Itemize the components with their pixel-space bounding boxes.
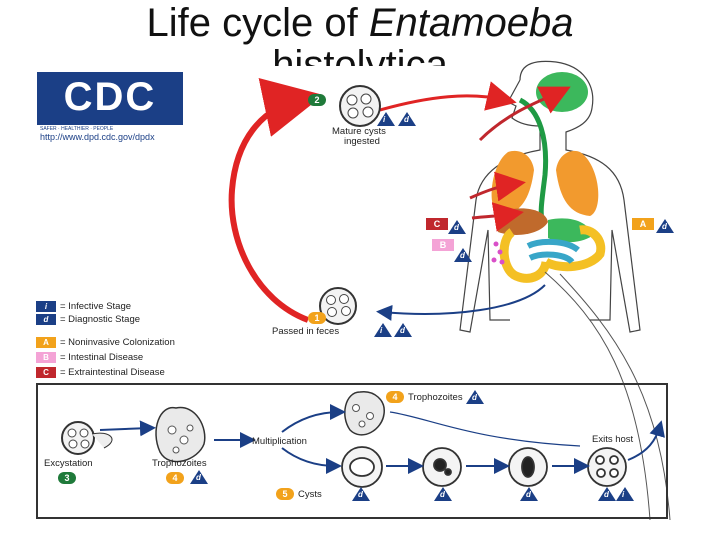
trophozoite-left-image <box>155 406 206 463</box>
connector-line-2 <box>559 273 671 521</box>
legend-intestinal: B= Intestinal Disease <box>36 352 143 363</box>
infective-stage-icon: i <box>377 112 395 126</box>
marker-a: A <box>632 218 654 230</box>
brain-organ <box>536 72 588 112</box>
step-2-badge: 2 <box>308 94 326 106</box>
liver-infection-arrow <box>471 202 524 232</box>
mature-cyst-ingested-image <box>339 85 381 127</box>
intestine-organ <box>499 225 606 283</box>
diagnostic-stage-icon: d <box>352 487 370 501</box>
title-italic: Entamoeba <box>368 1 574 45</box>
excystation-label: Excystation <box>44 458 93 469</box>
step-4-badge-right: 4 <box>386 391 404 403</box>
excystation-arrow <box>99 420 156 437</box>
diagnostic-stage-icon: d <box>656 219 674 233</box>
esophagus-organ <box>518 97 549 223</box>
connector-line-1 <box>544 271 651 521</box>
cysts-label: Cysts <box>298 489 322 500</box>
marker-b: B <box>432 239 454 251</box>
diagnostic-stage-icon: d <box>466 390 484 404</box>
diagnostic-stage-icon: d <box>434 487 452 501</box>
diagnostic-stage-icon: d <box>190 470 208 484</box>
legend-extraintestinal: C= Extraintestinal Disease <box>36 367 165 378</box>
right-lung-organ <box>556 150 599 216</box>
step-3-badge: 3 <box>58 472 76 484</box>
marker-c: C <box>426 218 448 230</box>
stomach-organ <box>548 218 592 243</box>
passed-in-feces-label: Passed in feces <box>272 326 340 337</box>
trophozoite-exits-arrow <box>389 411 581 447</box>
trophozoites-label-right: Trophozoites <box>408 392 463 403</box>
diagnostic-stage-icon: d <box>454 248 472 262</box>
cyst-passed-in-feces-image <box>319 287 357 325</box>
human-body-outline <box>459 60 641 333</box>
cdc-letters: CDC <box>63 75 157 119</box>
infective-stage-icon: i <box>374 323 392 337</box>
excystation-image <box>61 421 113 455</box>
title-line2: histolytica <box>272 44 448 66</box>
transmission-loop-arrow <box>228 78 324 323</box>
to-cysts-arrow <box>281 447 342 474</box>
ingested-label: ingested <box>344 136 380 147</box>
ingestion-arrow <box>379 81 517 112</box>
brain-infection-arrow <box>478 86 571 142</box>
trophozoites-label-left: Trophozoites <box>152 458 207 469</box>
slide-title: Life cycle of Entamoeba histolytica <box>0 2 720 66</box>
to-trophozoites-arrow <box>281 404 346 433</box>
legend-noninvasive: A= Noninvasive Colonization <box>36 337 175 348</box>
intestinal-cycle-inset <box>36 383 668 519</box>
multiplication-label: Multiplication <box>252 436 307 447</box>
exits-host-arrow <box>627 420 665 461</box>
infective-stage-icon: i <box>616 487 634 501</box>
lung-infection-arrow <box>469 171 526 202</box>
cdc-tagline: SAFER · HEALTHIER · PEOPLE <box>40 126 114 132</box>
mature-cysts-label: Mature cysts <box>332 126 386 137</box>
diagnostic-stage-icon: d <box>448 220 466 234</box>
diagnostic-stage-icon: d <box>598 487 616 501</box>
exit-to-feces-arrow <box>376 284 546 321</box>
step-5-badge: 5 <box>276 488 294 500</box>
diagnostic-stage-icon: d <box>520 487 538 501</box>
cdc-logo: CDC <box>37 72 183 125</box>
intestinal-disease-dots <box>491 241 505 265</box>
diagnostic-stage-icon: d <box>394 323 412 337</box>
legend-infective: i= Infective Stage <box>36 301 131 312</box>
cdc-url: http://www.dpd.cdc.gov/dpdx <box>40 132 155 142</box>
step-1-badge: 1 <box>308 312 326 324</box>
legend-diagnostic: d= Diagnostic Stage <box>36 314 140 325</box>
title-plain: Life cycle of <box>146 1 369 45</box>
exits-host-label: Exits host <box>592 434 634 445</box>
step-4-badge-left: 4 <box>166 472 184 484</box>
diagnostic-stage-icon: d <box>398 112 416 126</box>
